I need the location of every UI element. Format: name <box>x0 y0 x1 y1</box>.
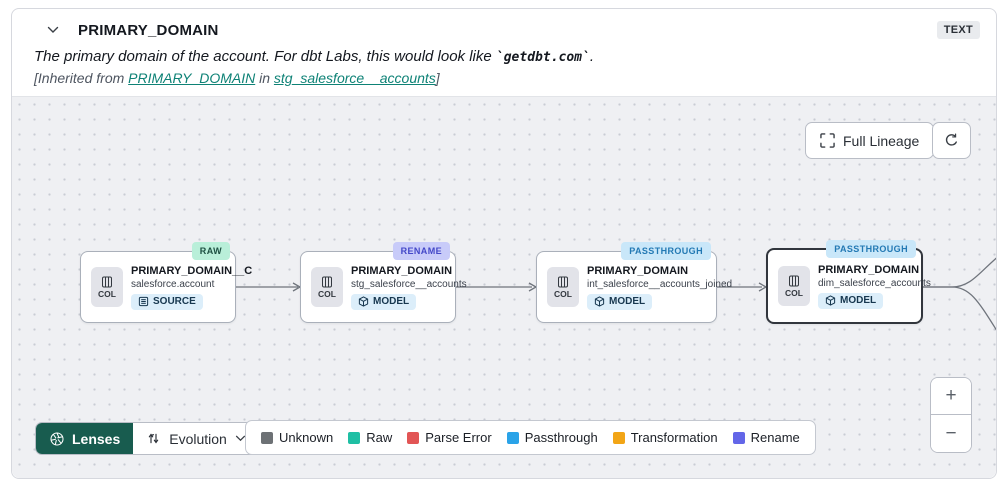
columns-icon <box>789 275 799 286</box>
chevron-down-icon <box>235 435 245 442</box>
expand-icon <box>820 133 835 148</box>
column-description: The primary domain of the account. For d… <box>34 48 594 65</box>
evolution-tag: PASSTHROUGH <box>621 242 711 260</box>
column-chip: COL <box>778 266 810 306</box>
chevron-down-icon <box>47 26 59 33</box>
lineage-node-source[interactable]: RAW COL PRIMARY_DOMAIN__C salesforce.acc… <box>80 242 253 323</box>
legend-item: Raw <box>348 430 392 445</box>
legend-swatch <box>348 431 361 444</box>
zoom-in-button[interactable]: + <box>931 378 971 415</box>
legend-swatch <box>261 431 273 444</box>
lens-controls: Lenses Evolution <box>35 422 260 455</box>
full-lineage-button[interactable]: Full Lineage <box>805 122 935 159</box>
inherited-from-note: [Inherited from PRIMARY_DOMAIN in stg_sa… <box>34 70 440 86</box>
node-title: PRIMARY_DOMAIN <box>818 263 920 276</box>
evolution-tag: RENAME <box>392 242 450 260</box>
resource-type-badge: MODEL <box>351 293 417 310</box>
evolution-tag: PASSTHROUGH <box>826 240 916 258</box>
columns-icon <box>558 276 568 287</box>
node-subtitle: stg_salesforce__accounts <box>351 278 467 290</box>
lineage-node-stg[interactable]: RENAME COL PRIMARY_DOMAIN stg_salesforce… <box>300 242 467 323</box>
legend-swatch <box>407 431 420 444</box>
column-chip: COL <box>311 267 343 307</box>
lenses-button[interactable]: Lenses <box>36 423 134 454</box>
inherited-model-link[interactable]: stg_salesforce__accounts <box>273 70 436 86</box>
lineage-canvas[interactable]: Full Lineage RAW COL PRIMARY_DOMAIN__C s… <box>12 96 996 478</box>
legend-item: Parse Error <box>407 430 492 445</box>
columns-icon <box>322 276 332 287</box>
legend-swatch <box>732 431 745 444</box>
page-title: PRIMARY_DOMAIN <box>78 21 219 39</box>
resource-type-badge: MODEL <box>587 293 653 310</box>
model-cube-icon <box>594 296 605 307</box>
zoom-out-button[interactable]: − <box>931 415 971 452</box>
resource-type-badge: SOURCE <box>131 293 203 310</box>
lens-selected-value: Evolution <box>169 430 227 447</box>
refresh-button[interactable] <box>932 122 971 159</box>
zoom-controls: + − <box>930 377 972 453</box>
node-title: PRIMARY_DOMAIN__C <box>131 264 253 277</box>
legend-swatch <box>506 431 519 444</box>
legend-item: Passthrough <box>506 430 598 445</box>
source-icon <box>138 296 149 307</box>
legend-item: Unknown <box>261 430 333 445</box>
column-chip: COL <box>91 267 123 307</box>
collapse-toggle[interactable] <box>42 19 64 41</box>
lens-dropdown[interactable]: Evolution <box>133 423 259 454</box>
node-subtitle: salesforce.account <box>131 278 215 290</box>
refresh-icon <box>945 133 957 146</box>
node-subtitle: dim_salesforce_accounts <box>818 277 931 289</box>
column-type-badge: TEXT <box>936 21 980 39</box>
evolution-icon <box>149 433 159 444</box>
node-subtitle: int_salesforce__accounts_joined <box>587 278 733 290</box>
columns-icon <box>102 276 112 287</box>
node-title: PRIMARY_DOMAIN <box>351 264 453 277</box>
model-cube-icon <box>358 296 369 307</box>
evolution-tag: RAW <box>191 242 230 260</box>
column-header: PRIMARY_DOMAIN TEXT The primary domain o… <box>12 9 996 96</box>
aperture-icon <box>50 431 64 446</box>
inline-code: `getdbt.com` <box>495 50 590 65</box>
lineage-node-dim[interactable]: PASSTHROUGH COL PRIMARY_DOMAIN dim_sales… <box>766 240 931 324</box>
model-cube-icon <box>825 295 836 306</box>
column-chip: COL <box>547 267 579 307</box>
column-details-card: PRIMARY_DOMAIN TEXT The primary domain o… <box>11 8 997 479</box>
node-title: PRIMARY_DOMAIN <box>587 264 689 277</box>
lineage-node-int[interactable]: PASSTHROUGH COL PRIMARY_DOMAIN int_sales… <box>536 242 733 323</box>
legend-item: Rename <box>732 430 800 445</box>
legend-item: Transformation <box>612 430 718 445</box>
resource-type-badge: MODEL <box>818 292 884 309</box>
legend-swatch <box>612 431 625 444</box>
full-lineage-label: Full Lineage <box>843 132 920 149</box>
lenses-label: Lenses <box>72 430 121 447</box>
evolution-legend: Unknown Raw Parse Error Passthrough Tran… <box>245 420 816 455</box>
inherited-column-link[interactable]: PRIMARY_DOMAIN <box>128 70 256 86</box>
